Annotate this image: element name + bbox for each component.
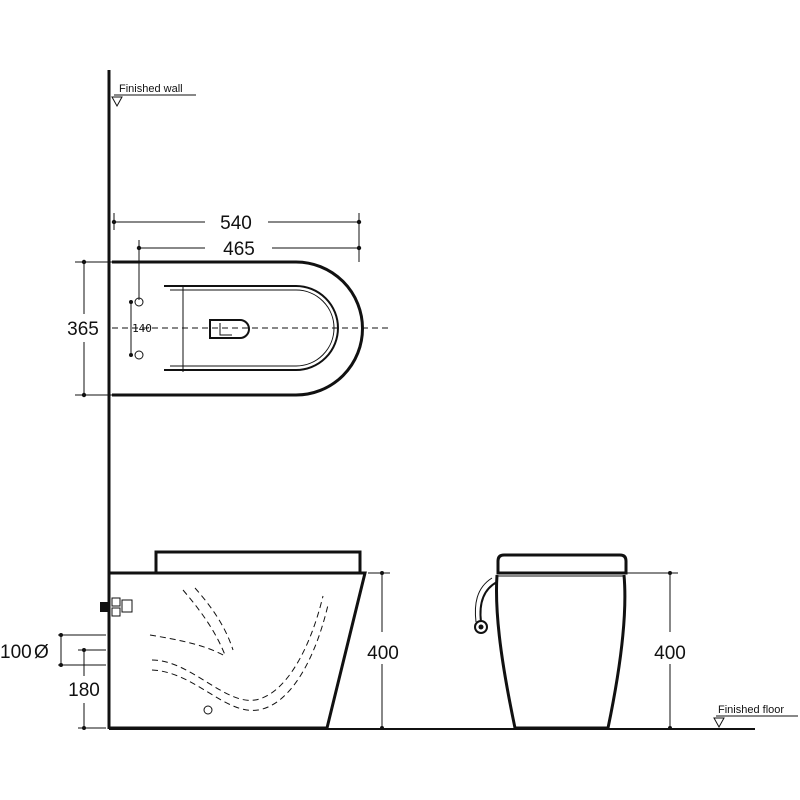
level-triangle-icon xyxy=(713,717,725,729)
dim-140-label: 140 xyxy=(132,322,152,335)
side-view xyxy=(100,550,367,730)
dim-100-label: 100 xyxy=(0,642,32,663)
supply-hose xyxy=(474,577,493,623)
trap-dashed-line xyxy=(151,604,329,711)
front-body-outline xyxy=(495,574,627,730)
supply-hose xyxy=(479,581,498,623)
level-triangle-icon xyxy=(111,96,123,108)
fixing-hole-icon xyxy=(134,350,144,360)
dim-400-front-label: 400 xyxy=(654,643,686,664)
outlet-inner-icon xyxy=(219,323,232,336)
dim-400-front: 400 xyxy=(627,571,686,730)
front-view xyxy=(474,553,628,730)
diameter-symbol-icon: Ø xyxy=(34,642,49,663)
finished-floor-label: Finished floor xyxy=(718,704,784,716)
outlet-icon xyxy=(209,319,250,339)
top-view: 140 xyxy=(112,260,388,397)
dim-400-side-label: 400 xyxy=(367,643,399,664)
dim-465-label: 465 xyxy=(223,239,255,260)
dim-365: 365 xyxy=(67,259,112,398)
dim-540-label: 540 xyxy=(220,213,252,234)
dim-540: 540 xyxy=(111,213,362,262)
trap-dashed-line xyxy=(149,634,226,657)
finished-wall-label: Finished wall xyxy=(119,83,183,95)
inlet-connector-icon xyxy=(100,597,133,617)
front-seat-lid xyxy=(496,553,628,575)
dim-400-side: 400 xyxy=(367,571,399,730)
finished-floor-marker: Finished floor xyxy=(713,704,798,729)
trap-dashed-line xyxy=(182,589,226,656)
dim-100: 100 Ø xyxy=(0,633,106,667)
trap-dashed-line xyxy=(151,595,324,701)
dim-365-label: 365 xyxy=(67,319,99,340)
finished-wall-marker: Finished wall xyxy=(111,83,196,108)
dim-180-label: 180 xyxy=(68,680,100,701)
seat-outline xyxy=(164,285,339,371)
outlet-hole-icon xyxy=(203,705,213,715)
side-body-outline xyxy=(110,571,367,730)
trap-dashed-line xyxy=(194,587,234,651)
valve-icon xyxy=(474,620,488,634)
fixing-hole-icon xyxy=(134,297,144,307)
side-seat-lid xyxy=(154,550,362,573)
dim-180: 180 xyxy=(68,648,106,730)
dim-465: 465 xyxy=(136,239,362,300)
